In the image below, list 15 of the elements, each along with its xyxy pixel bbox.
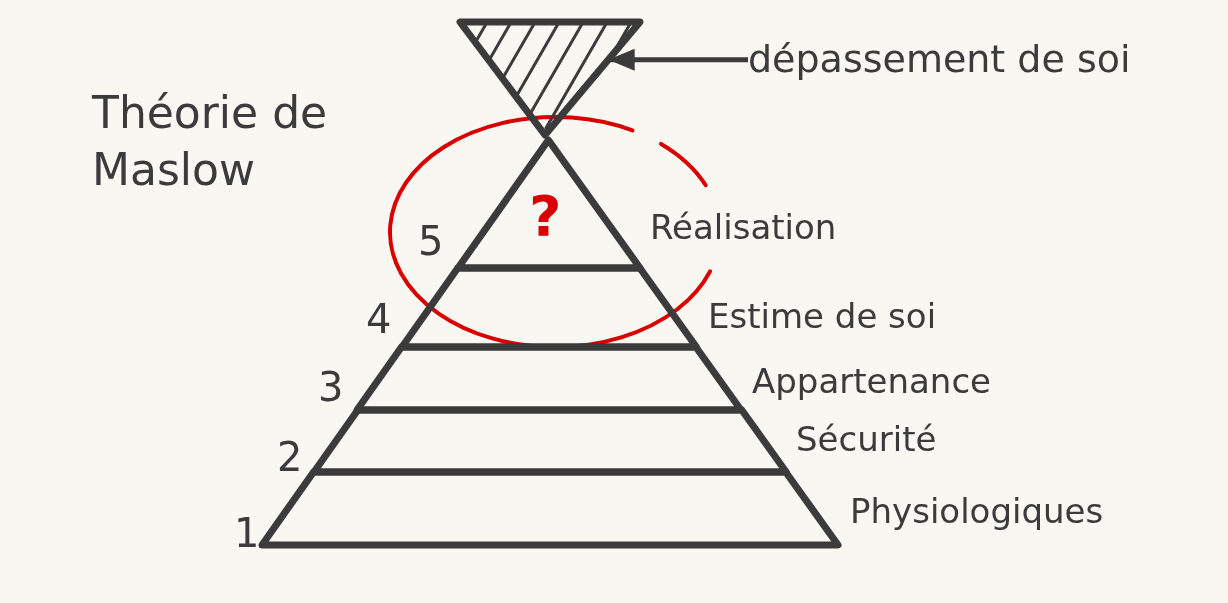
- level-label: Sécurité: [796, 420, 937, 460]
- level-label: Réalisation: [650, 208, 837, 248]
- level-number: 3: [318, 364, 344, 410]
- question-mark: ?: [529, 184, 562, 249]
- callout-text: dépassement de soi: [748, 38, 1131, 82]
- level-label: Appartenance: [752, 362, 991, 402]
- level-label: Physiologiques: [850, 492, 1104, 532]
- arrow: [608, 48, 748, 71]
- hatched-triangle: [456, 18, 644, 139]
- level-number: 2: [277, 434, 303, 480]
- level-label: Estime de soi: [708, 297, 937, 337]
- level-number: 1: [234, 510, 260, 556]
- diagram-title: Théorie de Maslow: [92, 86, 329, 198]
- level-number: 5: [418, 218, 444, 264]
- level-number: 4: [366, 296, 392, 342]
